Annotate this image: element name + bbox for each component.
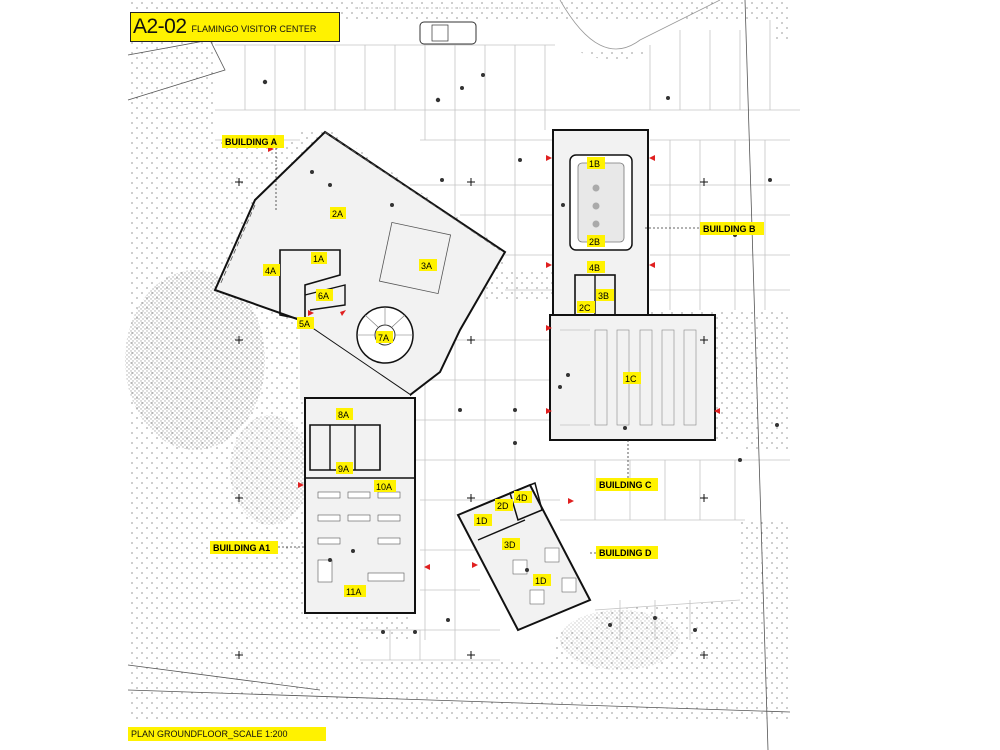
sheet-title-block: A2-02 FLAMINGO VISITOR CENTER: [130, 12, 340, 42]
building-a1: [304, 397, 416, 614]
label-building-b: BUILDING B: [703, 224, 756, 234]
leader-lines: [275, 148, 702, 554]
survey-crosses: [235, 178, 708, 659]
room-1a: 1A: [313, 254, 324, 264]
room-2b: 2B: [589, 237, 600, 247]
room-8a: 8A: [338, 410, 349, 420]
site-boundary: [127, 0, 791, 750]
room-2d: 2D: [497, 501, 509, 511]
room-9a: 9A: [338, 464, 349, 474]
room-2a: 2A: [332, 209, 343, 219]
room-4a: 4A: [265, 266, 276, 276]
room-tags: 2A 1A 3A 4A 6A 5A 7A 8A 9A 10A 11A 1B 2B…: [263, 157, 641, 597]
entrance-markers: [268, 146, 720, 570]
room-1d-top: 1D: [476, 516, 488, 526]
room-11a: 11A: [346, 587, 361, 597]
room-1d-bottom: 1D: [535, 576, 547, 586]
label-building-c: BUILDING C: [599, 480, 652, 490]
room-3d: 3D: [504, 540, 516, 550]
room-3a: 3A: [421, 261, 432, 271]
room-1b: 1B: [589, 159, 600, 169]
room-10a: 10A: [376, 482, 392, 492]
room-2c: 2C: [579, 303, 591, 313]
entrance-road-curve: [559, 0, 721, 50]
building-labels: BUILDING A BUILDING B BUILDING C BUILDIN…: [210, 135, 764, 559]
room-7a: 7A: [378, 333, 389, 343]
sheet-code: A2-02: [133, 15, 187, 38]
room-5a: 5A: [299, 319, 310, 329]
dense-vegetation: [125, 270, 680, 670]
car-icon: [419, 21, 477, 45]
room-4b: 4B: [589, 263, 600, 273]
label-building-a1: BUILDING A1: [213, 543, 270, 553]
room-3b: 3B: [598, 291, 609, 301]
room-1c: 1C: [625, 374, 637, 384]
room-6a: 6A: [318, 291, 329, 301]
people-figures: [262, 73, 779, 634]
label-building-d: BUILDING D: [599, 548, 652, 558]
sheet-name: FLAMINGO VISITOR CENTER: [191, 24, 317, 34]
plan-caption: PLAN GROUNDFLOOR_SCALE 1:200: [128, 727, 326, 741]
label-building-a: BUILDING A: [225, 137, 278, 147]
room-4d: 4D: [516, 493, 528, 503]
